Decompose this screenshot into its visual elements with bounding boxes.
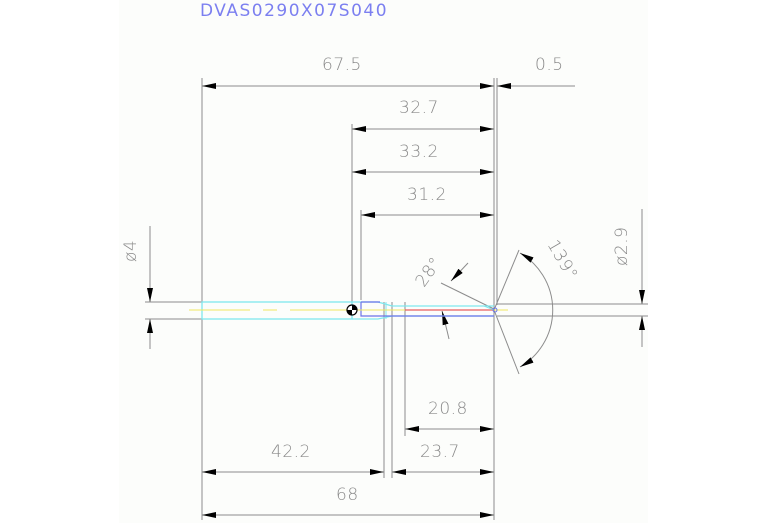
svg-text:0.5: 0.5 xyxy=(535,55,564,75)
svg-text:20.8: 20.8 xyxy=(428,399,468,419)
svg-text:68: 68 xyxy=(336,485,359,505)
dimension-31-2: 31.2 xyxy=(361,185,494,218)
flute-outline xyxy=(360,302,494,317)
gauge-point-symbol xyxy=(346,304,358,316)
dimension-dia-4: ø4 xyxy=(121,226,153,349)
svg-text:31.2: 31.2 xyxy=(407,185,447,205)
angle-139-deg: 139° xyxy=(493,237,582,375)
dimension-68: 68 xyxy=(202,485,494,518)
angle-28-deg: 28° xyxy=(412,253,495,340)
extension-lines xyxy=(145,78,648,520)
part-number-title: DVAS0290X07S040 xyxy=(200,1,388,21)
dimension-dia-2-9: ø2.9 xyxy=(612,209,645,347)
svg-text:67.5: 67.5 xyxy=(322,55,362,75)
dimension-67-5: 67.5 xyxy=(202,55,494,89)
dimension-32-7: 32.7 xyxy=(352,98,494,132)
svg-text:33.2: 33.2 xyxy=(399,142,439,162)
svg-text:ø4: ø4 xyxy=(121,240,141,262)
dimension-0-5: 0.5 xyxy=(497,55,575,89)
svg-text:32.7: 32.7 xyxy=(399,98,439,118)
svg-text:23.7: 23.7 xyxy=(420,442,460,462)
drill-tool-body xyxy=(189,301,508,320)
dimension-20-8: 20.8 xyxy=(405,399,494,432)
svg-text:ø2.9: ø2.9 xyxy=(612,227,632,266)
dimension-33-2: 33.2 xyxy=(352,142,494,175)
svg-text:139°: 139° xyxy=(543,237,582,284)
svg-text:28°: 28° xyxy=(412,253,447,290)
dimension-23-7: 23.7 xyxy=(392,442,494,475)
svg-text:42.2: 42.2 xyxy=(271,442,311,462)
dimension-42-2: 42.2 xyxy=(202,442,384,475)
